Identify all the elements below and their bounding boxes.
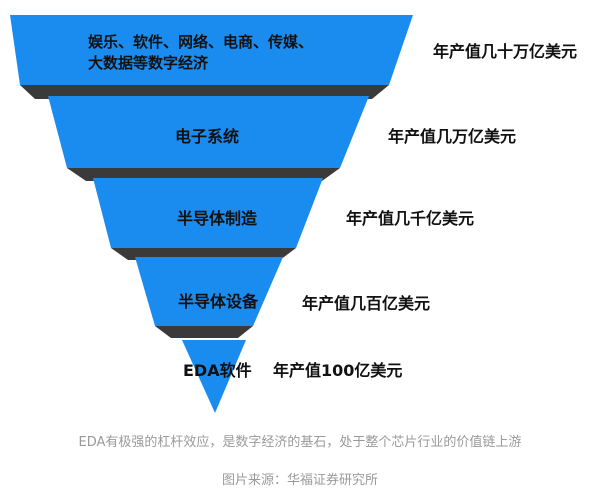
caption: EDA有极强的杠杆效应，是数字经济的基石，处于整个芯片行业的价值链上游 [78, 435, 522, 450]
funnel-layer-1 [10, 15, 413, 85]
value-label-5: 年产值100亿美元 [273, 361, 403, 380]
funnel-layer-3 [93, 178, 323, 248]
value-label-2: 年产值几万亿美元 [388, 127, 517, 146]
layer-label-3: 半导体制造 [177, 209, 258, 228]
funnel-bevel-2 [67, 168, 340, 181]
funnel-layer-2 [48, 96, 369, 168]
value-label-4: 年产值几百亿美元 [302, 294, 431, 313]
funnel-bevel-1 [20, 85, 389, 99]
layer-label-2: 电子系统 [175, 127, 240, 146]
value-label-3: 年产值几千亿美元 [346, 209, 475, 228]
layer-label-1: 娱乐、软件、网络、电商、传媒、 大数据等数字经济 [88, 33, 314, 72]
layer-label-4: 半导体设备 [178, 292, 259, 311]
funnel-bevel-4 [155, 326, 253, 338]
value-label-1: 年产值几十万亿美元 [433, 42, 578, 61]
funnel-layer-4 [135, 257, 283, 326]
image-source: 图片来源：华福证券研究所 [221, 473, 378, 488]
layer-label-5: EDA软件 [183, 361, 252, 380]
funnel-diagram [10, 15, 413, 413]
funnel-layer-5 [182, 340, 246, 413]
